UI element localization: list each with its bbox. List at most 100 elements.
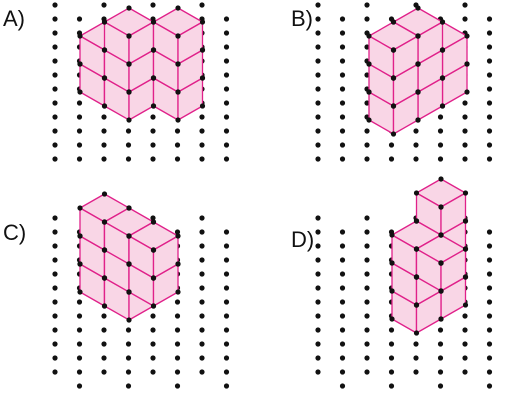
grid-dot (486, 383, 493, 389)
grid-dot (364, 128, 370, 134)
grid-dot (199, 271, 205, 277)
vertex-dot (101, 219, 108, 225)
vertex-dot (126, 261, 132, 267)
grid-dot (52, 313, 58, 319)
grid-dot (364, 327, 370, 333)
grid-dot (223, 271, 230, 277)
grid-dot (437, 128, 444, 134)
cube-figure (368, 7, 468, 135)
vertex-dot (175, 5, 181, 11)
vertex-dot (126, 89, 132, 95)
grid-dot (388, 142, 395, 148)
grid-dot (150, 369, 156, 375)
grid-dot (339, 44, 346, 50)
grid-dot (486, 299, 493, 305)
vertex-dot (77, 233, 83, 239)
grid-dot (486, 72, 493, 78)
cube (128, 221, 179, 279)
panel-a: A) (3, 2, 230, 162)
grid-dot (339, 313, 346, 319)
grid-dot (199, 243, 205, 249)
grid-dot (437, 341, 444, 347)
grid-dot (223, 257, 230, 263)
grid-dot (199, 313, 205, 319)
grid-dot (125, 341, 132, 347)
grid-dot (174, 313, 181, 319)
vertex-dot (438, 204, 444, 210)
grid-dot (52, 257, 58, 263)
grid-dot (223, 142, 230, 148)
vertex-dot (438, 176, 444, 182)
vertex-dot (438, 316, 444, 322)
vertex-dots (366, 5, 470, 137)
grid-dot (52, 369, 58, 375)
vertex-dot (415, 61, 421, 67)
grid-dot (339, 156, 346, 162)
grid-dot (150, 313, 156, 319)
grid-dot (101, 128, 107, 134)
grid-dot (150, 114, 156, 120)
grid-dot (315, 327, 321, 333)
vertex-dot (438, 232, 444, 238)
panel-label: A) (3, 6, 25, 31)
grid-dot (52, 128, 58, 134)
grid-dot (76, 156, 83, 162)
vertex-dot (464, 61, 470, 67)
grid-dot (174, 229, 181, 235)
grid-dot (125, 383, 132, 389)
vertex-dot (389, 232, 395, 238)
vertex-dot (413, 246, 420, 252)
grid-dot (315, 142, 321, 148)
vertex-dot (439, 75, 446, 81)
grid-dot (150, 128, 156, 134)
grid-dot (223, 16, 230, 22)
grid-dot (315, 44, 321, 50)
grid-dot (437, 369, 444, 375)
grid-dot (462, 156, 468, 162)
vertex-dot (413, 218, 420, 224)
grid-dot (462, 142, 468, 148)
grid-dot (486, 257, 493, 263)
grid-dot (364, 355, 370, 361)
grid-dot (364, 341, 370, 347)
vertex-dot (366, 61, 372, 67)
panel-d: D) (291, 176, 493, 389)
vertex-dot (438, 288, 444, 294)
grid-dot (52, 215, 58, 221)
grid-dot (364, 100, 370, 106)
grid-dot (52, 299, 58, 305)
vertex-dot (150, 275, 157, 281)
grid-dot (315, 86, 321, 92)
grid-dot (76, 313, 83, 319)
grid-dot (364, 229, 370, 235)
grid-dot (486, 86, 493, 92)
grid-dot (150, 142, 156, 148)
grid-dot (437, 383, 444, 389)
grid-dot (364, 299, 370, 305)
grid-dot (101, 114, 107, 120)
vertex-dot (390, 131, 397, 137)
vertex-dot (462, 246, 469, 252)
grid-dot (101, 369, 107, 375)
vertex-dot (101, 19, 108, 25)
grid-dot (364, 257, 370, 263)
vertex-dot (438, 260, 444, 266)
vertex-dot (413, 330, 420, 336)
vertex-dot (175, 233, 181, 239)
grid-dot (223, 355, 230, 361)
grid-dot (223, 229, 230, 235)
grid-dot (413, 369, 419, 375)
grid-dot (339, 243, 346, 249)
grid-dot (437, 156, 444, 162)
grid-dot (339, 285, 346, 291)
grid-dot (223, 58, 230, 64)
grid-dot (101, 327, 107, 333)
grid-dot (486, 243, 493, 249)
grid-dot (52, 156, 58, 162)
grid-dot (223, 299, 230, 305)
grid-dot (174, 383, 181, 389)
vertex-dot (199, 75, 206, 81)
grid-dot (223, 156, 230, 162)
vertex-dot (175, 289, 181, 295)
grid-dot (388, 327, 395, 333)
